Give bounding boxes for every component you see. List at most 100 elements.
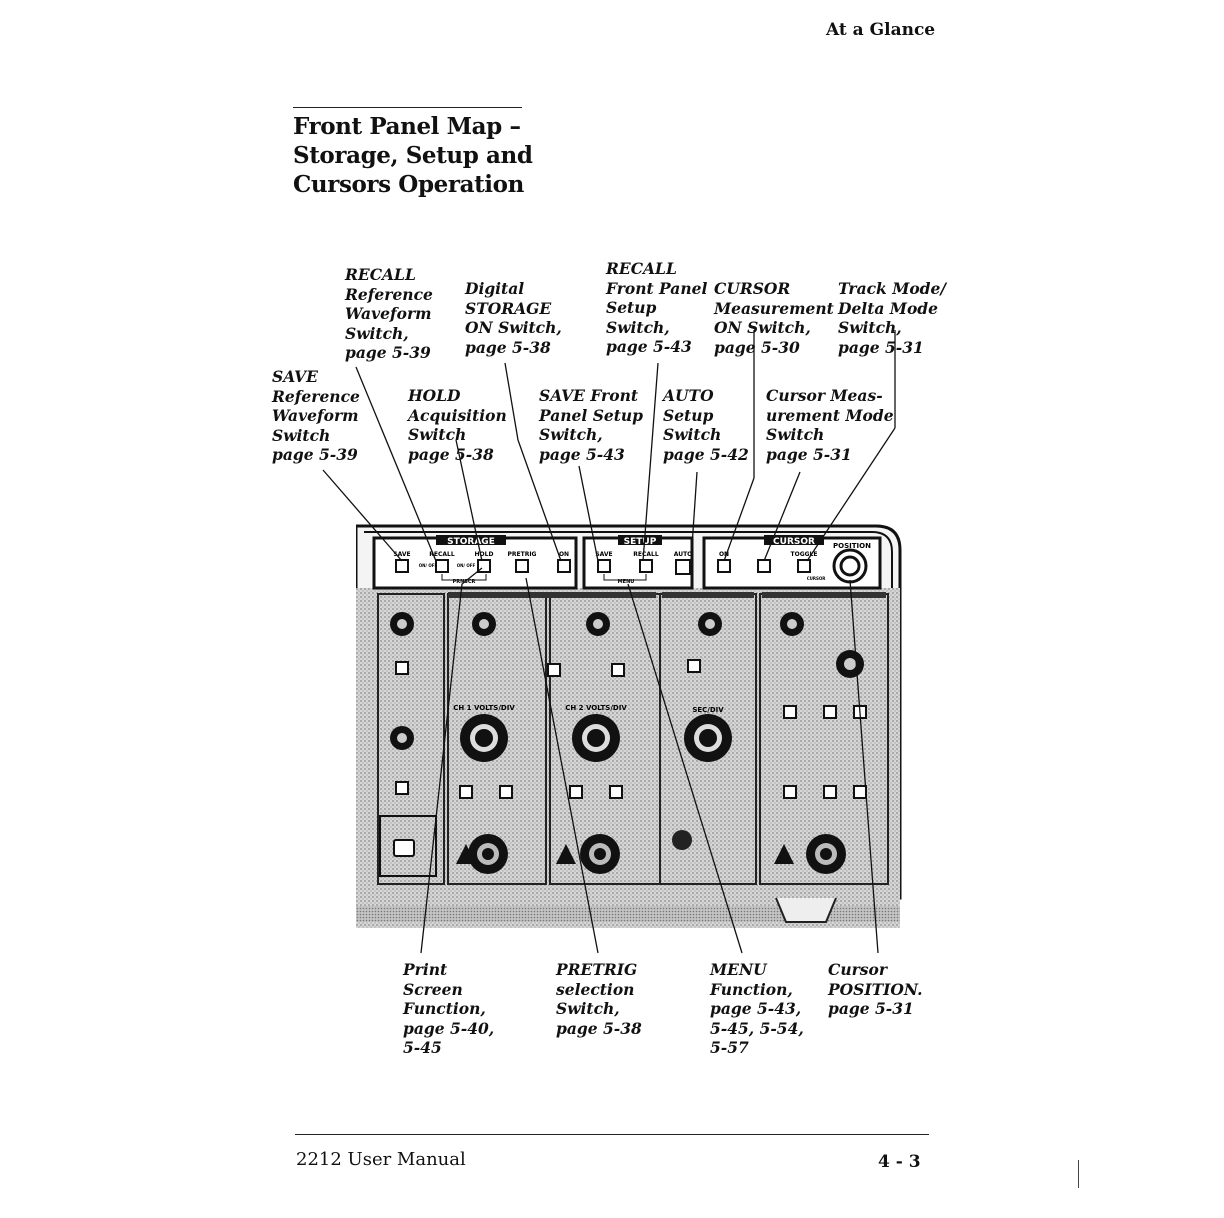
callout-cursor-position: Cursor POSITION. page 5-31 [828,960,922,1019]
callout-line: page 5-40, [403,1018,495,1038]
callout-hold-acquisition: HOLD Acquisition Switch page 5-38 [408,386,507,464]
title-line-1: Front Panel Map – [293,113,521,140]
callout-line: Waveform [272,406,359,425]
callout-track-delta-mode: Track Mode/ Delta Mode Switch, page 5-31 [838,279,946,357]
callout-line: Waveform [345,304,432,323]
ch1-volts-div-label: CH 1 VOLTS/DIV [453,704,515,712]
callout-line: PRETRIG [556,960,638,979]
callout-line: page 5-30 [714,337,800,357]
sec-div-label: SEC/DIV [692,706,724,714]
callout-line: ON Switch, [465,318,562,337]
callout-line: 5-57 [710,1038,749,1057]
callout-save-front-panel: SAVE Front Panel Setup Switch, page 5-43 [539,386,643,464]
callout-save-reference: SAVE Reference Waveform Switch page 5-39 [272,367,360,465]
callout-line: Delta Mode [838,298,938,318]
callout-line: page 5-42 [663,444,749,464]
auto-label: AUTO [674,551,693,558]
callout-pretrig: PRETRIG selection Switch, page 5-38 [556,960,642,1038]
front-panel-figure: STORAGE SETUP CURSOR POSITION SAVE RECAL… [354,520,904,932]
callout-line: Function, [403,999,486,1018]
ch2-volts-div-label: CH 2 VOLTS/DIV [565,704,627,712]
auto-setup-button[interactable] [675,559,691,575]
save-front-panel-button[interactable] [597,559,611,573]
callout-line: page 5-31 [766,444,852,464]
callout-line: POSITION. [828,979,923,999]
callout-menu: MENU Function, page 5-43, 5-45, 5-54, 5-… [710,960,804,1058]
callout-line: Screen [403,979,463,999]
callout-line: Reference [272,386,360,406]
cursor-on-button[interactable] [717,559,731,573]
setup-save-label: SAVE [595,551,612,558]
callout-line: page 5-31 [838,337,924,357]
running-header: At a Glance [826,20,936,40]
recall-front-panel-button[interactable] [639,559,653,573]
callout-cursor-mode: Cursor Meas- urement Mode Switch page 5-… [766,386,894,464]
callout-line: Acquisition [408,405,507,425]
hold-label: HOLD [475,551,494,558]
callout-line: Switch [766,425,825,444]
cursor-mode-button[interactable] [757,559,771,573]
callout-line: Switch, [556,999,620,1018]
save-label: SAVE [393,551,410,558]
callout-line: Print [403,960,448,979]
callout-line: page 5-39 [272,445,358,464]
hold-button[interactable] [477,559,491,573]
storage-on-button[interactable] [557,559,571,573]
callout-line: Switch, [539,425,603,444]
callout-line: 5-45 [403,1038,442,1057]
storage-section-label: STORAGE [447,537,495,547]
recall-reference-button[interactable] [435,559,449,573]
callout-line: Track Mode/ [838,279,947,298]
callout-line: Reference [345,284,433,304]
callout-line: Digital [465,279,525,298]
panel-foot [775,897,837,923]
footer-rule [295,1134,929,1135]
on-off-label: ON/ OFF [457,563,476,568]
callout-line: page 5-39 [345,343,431,362]
recall-label: RECALL [429,551,455,558]
callout-line: ON Switch, [714,318,811,337]
callout-line: Setup [663,405,714,425]
callout-line: Switch, [838,318,902,337]
title-line-3: Cursors Operation [293,171,524,198]
cursor-sub-label: CURSOR [807,576,826,581]
callout-line: page 5-38 [556,1018,642,1038]
title-line-2: Storage, Setup and [293,142,533,169]
callout-line: Switch [663,425,722,444]
callout-line: page 5-31 [828,999,914,1018]
cursor-section-label: CURSOR [773,537,815,547]
toggle-label: TOGGLE [791,551,818,558]
track-delta-button[interactable] [797,559,811,573]
callout-line: STORAGE [465,298,552,318]
callout-line: page 5-38 [408,444,494,464]
page-title: Front Panel Map – Storage, Setup and Cur… [293,112,593,199]
callout-cursor-measurement-on: CURSOR Measurement ON Switch, page 5-30 [714,279,834,357]
callout-line: page 5-43 [606,337,692,356]
callout-line: MENU [710,960,767,979]
callout-line: RECALL [606,259,677,278]
callout-recall-reference: RECALL Reference Waveform Switch, page 5… [345,265,433,363]
callout-auto-setup: AUTO Setup Switch page 5-42 [663,386,749,464]
save-reference-button[interactable] [395,559,409,573]
callout-line: Switch, [606,317,670,337]
callout-line: Measurement [714,298,834,318]
callout-line: SAVE Front [539,386,638,405]
cursor-on-label: ON [719,551,729,558]
on-off-label: ON/ OFF [419,563,438,568]
footer-page-number: 4 - 3 [878,1152,921,1172]
callout-line: Switch [272,425,331,445]
callout-line: 5-45, 5-54, [710,1018,804,1038]
callout-line: Panel Setup [539,405,644,425]
callout-digital-storage: Digital STORAGE ON Switch, page 5-38 [465,279,562,357]
footer-manual-name: 2212 User Manual [296,1149,466,1170]
title-rule [293,107,522,108]
margin-mark [1078,1160,1079,1188]
callout-line: Setup [606,298,657,317]
callout-print-screen: Print Screen Function, page 5-40, 5-45 [403,960,494,1058]
callout-line: page 5-38 [465,337,551,357]
pretrig-button[interactable] [515,559,529,573]
storage-on-label: ON [559,551,569,558]
leader-digital-storage-a [504,362,519,441]
callout-line: selection [556,979,635,999]
callout-line: RECALL [345,265,416,284]
